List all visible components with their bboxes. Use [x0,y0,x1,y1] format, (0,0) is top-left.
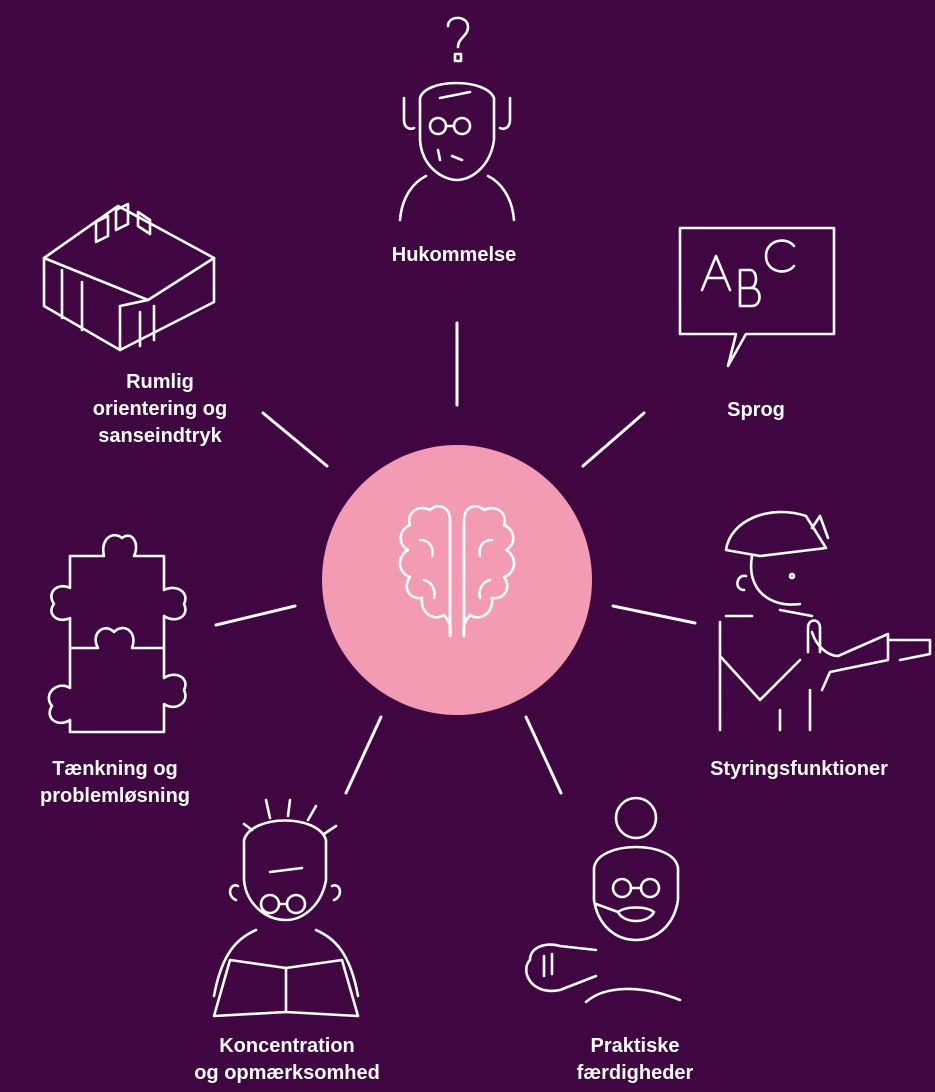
confused-elderly-man-icon [398,16,516,222]
abc-speech-bubble-icon [678,226,836,368]
label-taenkning: Tænkning og problemløsning [40,758,190,807]
connector-lines [214,321,697,795]
brain-icon [398,504,516,638]
label-koncentration: Koncentration og opmærksomhed [194,1035,380,1084]
room-icon [42,202,216,352]
puzzle-pieces-icon [47,533,187,734]
connector-taenkning [214,604,297,627]
label-sprog: Sprog [727,399,785,421]
label-hukommelse: Hukommelse [391,244,517,266]
connector-sprog [581,411,646,468]
connector-praktiske [524,715,563,795]
woman-brushing-teeth-icon [524,796,682,1004]
connector-koncentration [344,715,383,795]
label-rumlig-orientering: Rumlig orientering og sanseindtryk [92,371,228,447]
traffic-officer-icon [718,510,932,732]
label-styringsfunktioner: Styringsfunktioner [710,758,888,780]
label-praktiske-faerdigheder: Praktiske færdigheder [576,1035,694,1084]
center-circle [322,445,592,715]
connector-rumlig [261,411,329,468]
man-reading-book-icon [212,798,360,1018]
connector-styring [611,604,697,625]
